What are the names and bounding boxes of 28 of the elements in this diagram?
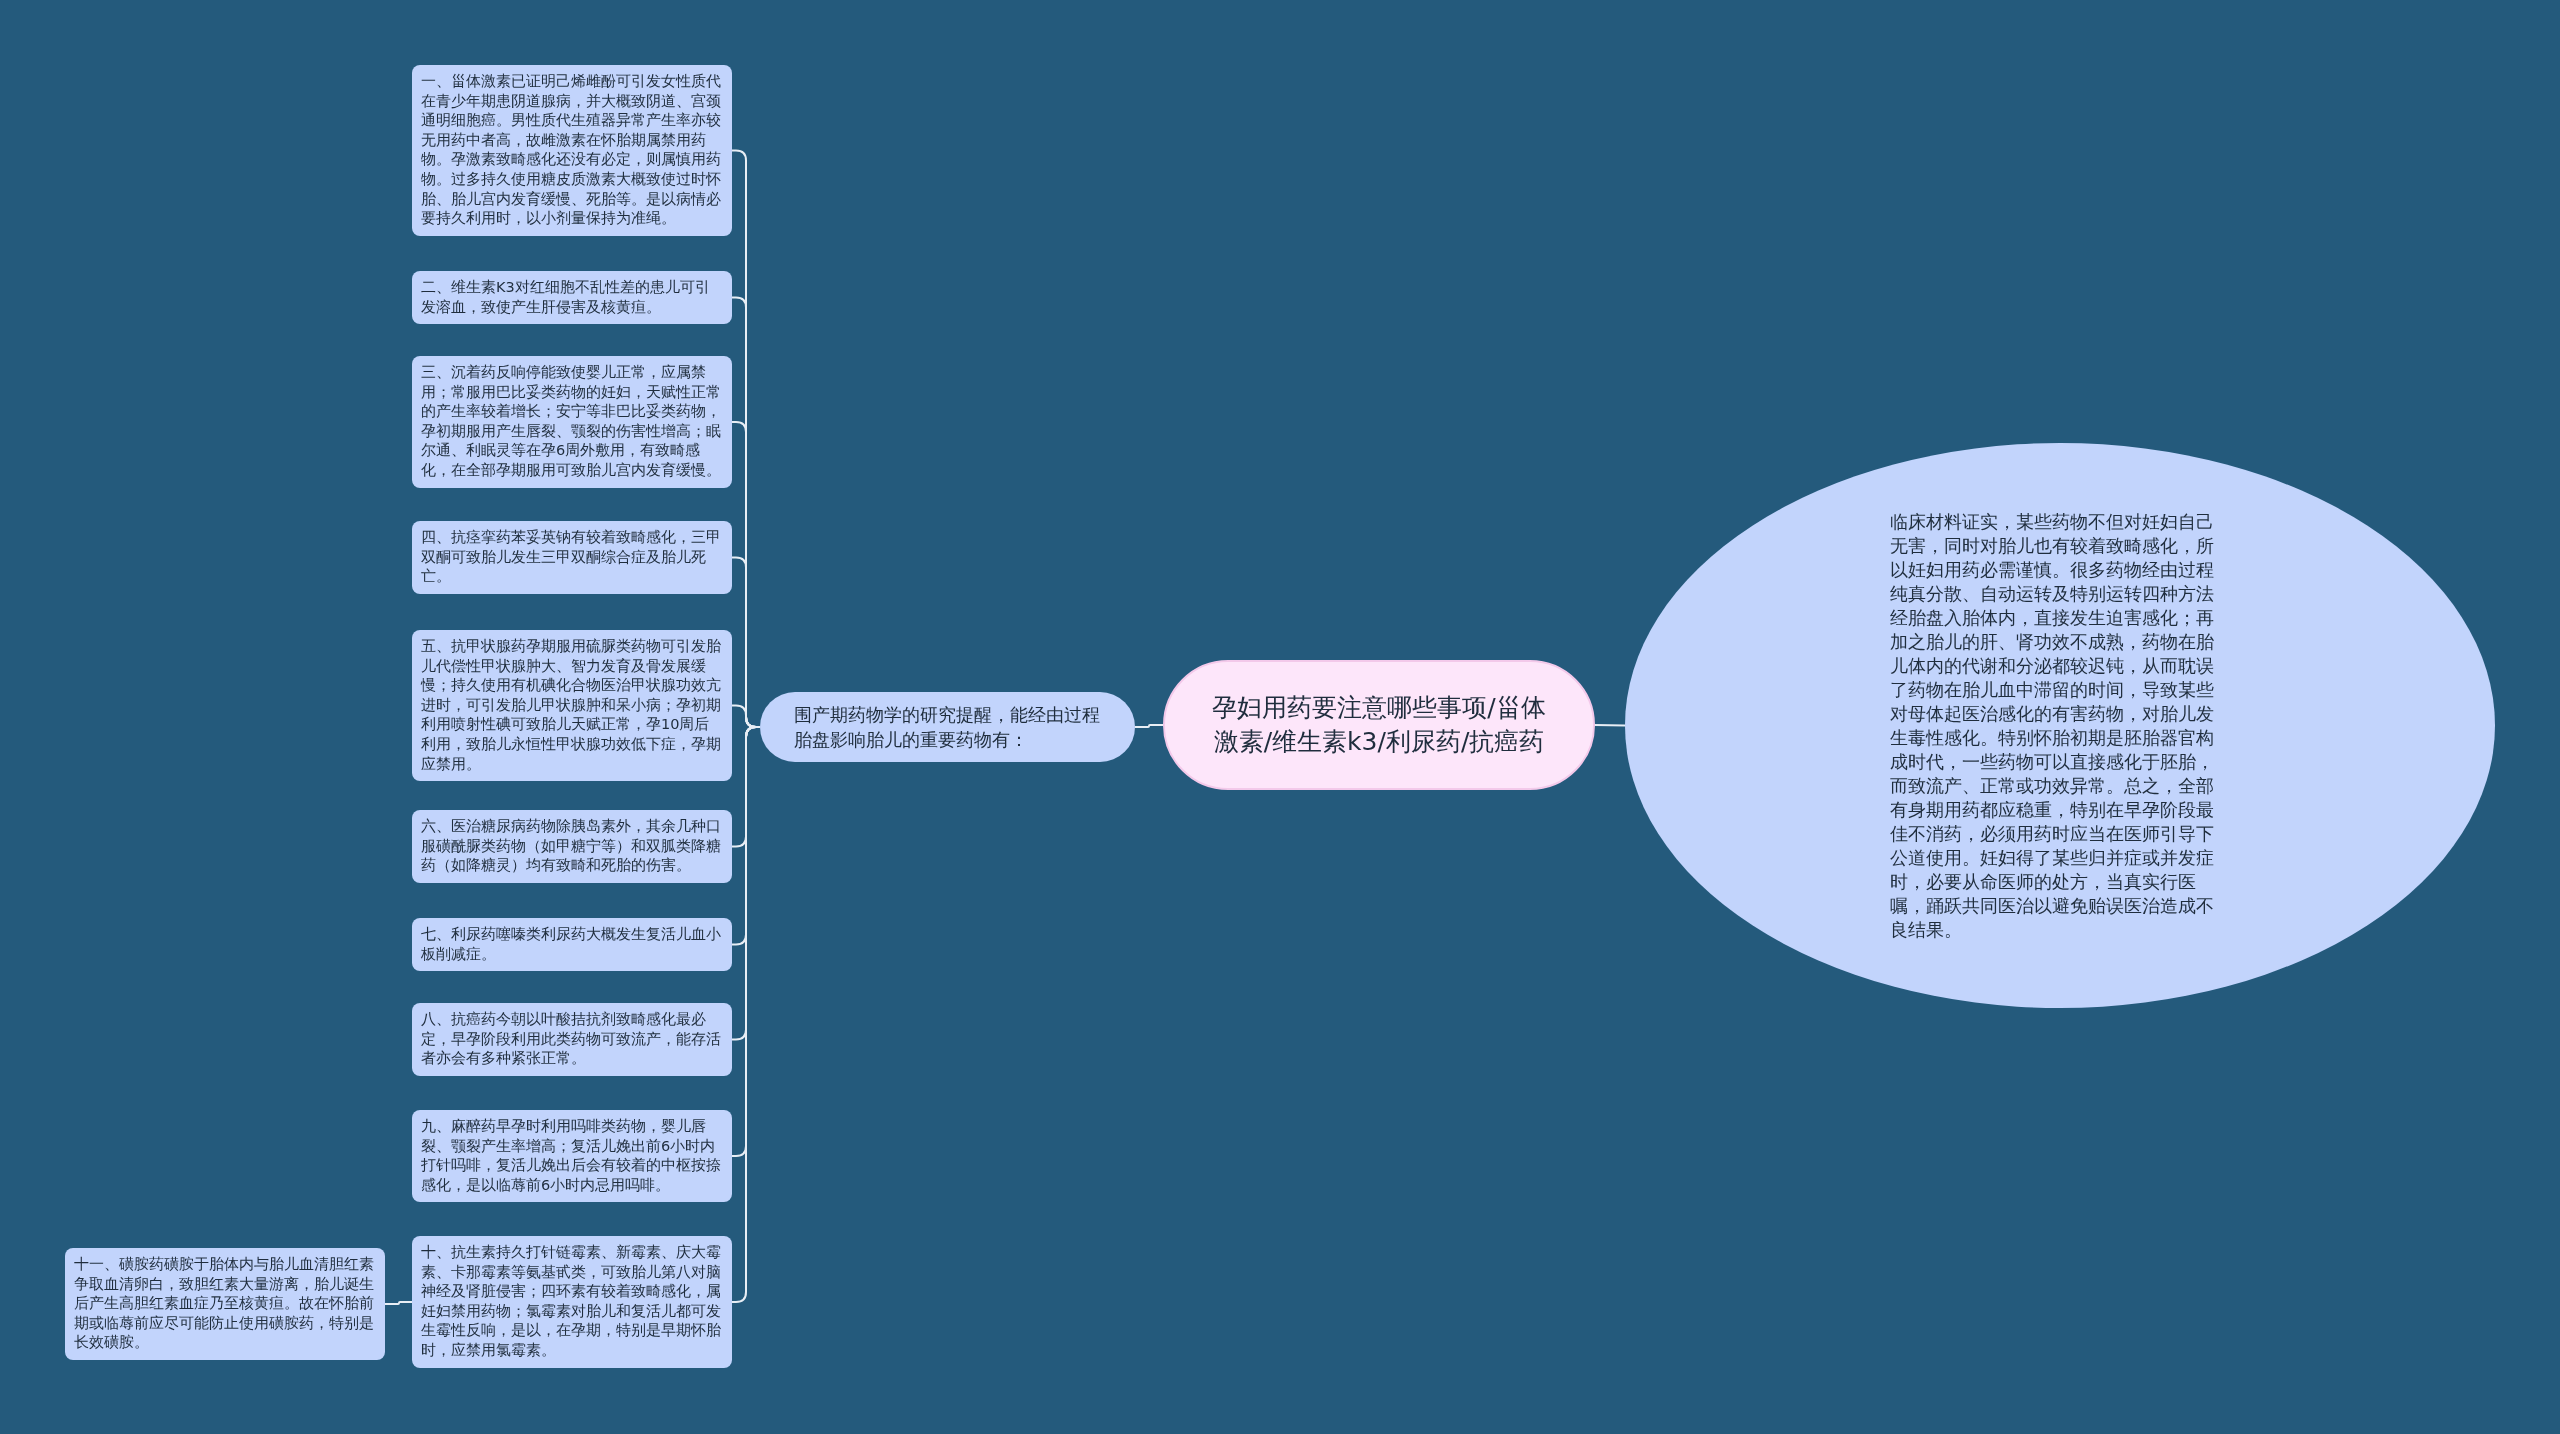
- note-card: [412, 1236, 732, 1368]
- node-text: 八、抗癌药今朝以叶酸拮抗剂致畸感化最必定，早孕阶段利用此类药物可致流产，能存活者亦会有多种紧张正常。: [421, 1011, 721, 1067]
- note-card: [412, 1003, 732, 1076]
- node-text: 七、利尿药噻嗪类利尿药大概发生复活儿血小板削减症。: [421, 926, 721, 962]
- note-card: [412, 521, 732, 594]
- node-text: 孕妇用药要注意哪些事项/甾体激素/维生素k3/利尿药/抗癌药: [1211, 692, 1547, 758]
- node-text: 六、医治糖尿病药物除胰岛素外，其余几种口服磺酰脲类药物（如甲糖宁等）和双胍类降糖药（如降糖灵）均有致畸和死胎的伤害。: [421, 818, 721, 874]
- node-text: 二、维生素K3对红细胞不乱性差的患儿可引发溶血，致使产生肝侵害及核黄疸。: [421, 279, 710, 315]
- node-text: 围产期药物学的研究提醒，能经由过程胎盘影响胎儿的重要药物有：: [794, 703, 1101, 752]
- note-card: [412, 630, 732, 782]
- note-card: [412, 271, 732, 325]
- connector-line: [384, 1301, 413, 1305]
- node-text: 十、抗生素持久打针链霉素、新霉素、庆大霉素、卡那霉素等氨基甙类，可致胎儿第八对脑神经及肾脏侵害；四环素有较着致畸感化，属妊妇禁用药物；氯霉素对胎儿和复活儿都可发生霉性反响，是以，在孕期，特别是早期怀胎时，应禁用氯霉素。: [421, 1244, 721, 1358]
- note-card: [412, 65, 732, 236]
- note-card: [412, 1110, 732, 1203]
- node-text: 五、抗甲状腺药孕期服用硫脲类药物可引发胎儿代偿性甲状腺肿大、智力发育及骨发展缓慢；持久使用有机碘化合物医治甲状腺功效亢进时，可引发胎儿甲状腺肿和呆小病；孕初期利用喷射性碘可致胎儿天赋正常，孕10周后利用，致胎儿永恒性甲状腺功效低下症，孕期应禁用。: [421, 638, 721, 772]
- connector-line: [1134, 724, 1164, 728]
- node-text: 九、麻醉药早孕时利用吗啡类药物，婴儿唇裂、颚裂产生率增高；复活儿娩出前6小时内打针吗啡，复活儿娩出后会有较着的中枢按捺感化，是以临蓐前6小时内忌用吗啡。: [421, 1118, 721, 1193]
- node-text: 十一、磺胺药磺胺于胎体内与胎儿血清胆红素争取血清卵白，致胆红素大量游离，胎儿诞生后产生高胆红素血症乃至核黄疸。故在怀胎前期或临蓐前应尽可能防止使用磺胺药，特别是长效磺胺。: [74, 1256, 374, 1351]
- node-text: 三、沉着药反响停能致使婴儿正常，应属禁用；常服用巴比妥类药物的妊妇，天赋性正常的产生率较着增长；安宁等非巴比妥类药物，孕初期服用产生唇裂、颚裂的伤害性增高；眠尔通、利眠灵等在孕6周外敷用，有致畸感化，在全部孕期服用可致胎儿宫内发育缓慢。: [421, 364, 721, 478]
- node-text: 四、抗痉挛药苯妥英钠有较着致畸感化，三甲双酮可致胎儿发生三甲双酮综合症及胎儿死亡。: [421, 529, 721, 585]
- note-card: [412, 918, 732, 972]
- node-text: 临床材料证实，某些药物不但对妊妇自己无害，同时对胎儿也有较着致畸感化，所以妊妇用药必需谨慎。很多药物经由过程纯真分散、自动运转及特别运转四种方法经胎盘入胎体内，直接发生迫害感化；再加之胎儿的肝、肾功效不成熟，药物在胎儿体内的代谢和分泌都较迟钝，从而耽误了药物在胎儿血中滞留的时间，导致某些对母体起医治感化的有害药物，对胎儿发生毒性感化。特别怀胎初期是胚胎器官构成时代，一些药物可以直接感化于胚胎，而致流产、正常或功效异常。总之，全部有身期用药都应稳重，特别在早孕阶段最佳不消药，必须用药时应当在医师引导下公道使用。妊妇得了某些归并症或并发症时，必要从命医师的处方，当真实行医嘱，踊跃共同医治以避免贻误医治造成不良结果。: [1890, 509, 2215, 942]
- note-card: [412, 810, 732, 883]
- note-card: [65, 1248, 385, 1360]
- note-card: [412, 356, 732, 488]
- node-text: 一、甾体激素已证明己烯雌酚可引发女性质代在青少年期患阴道腺病，并大概致阴道、宫颈通明细胞癌。男性质代生殖器异常产生率亦较无用药中者高，故雌激素在怀胎期属禁用药物。孕激素致畸感化还没有必定，则属慎用药物。过多持久使用糖皮质激素大概致使过时怀胎、胎儿宫内发育缓慢、死胎等。是以病情必要持久利用时，以小剂量保持为准绳。: [421, 73, 721, 227]
- connector-line: [1594, 724, 1626, 727]
